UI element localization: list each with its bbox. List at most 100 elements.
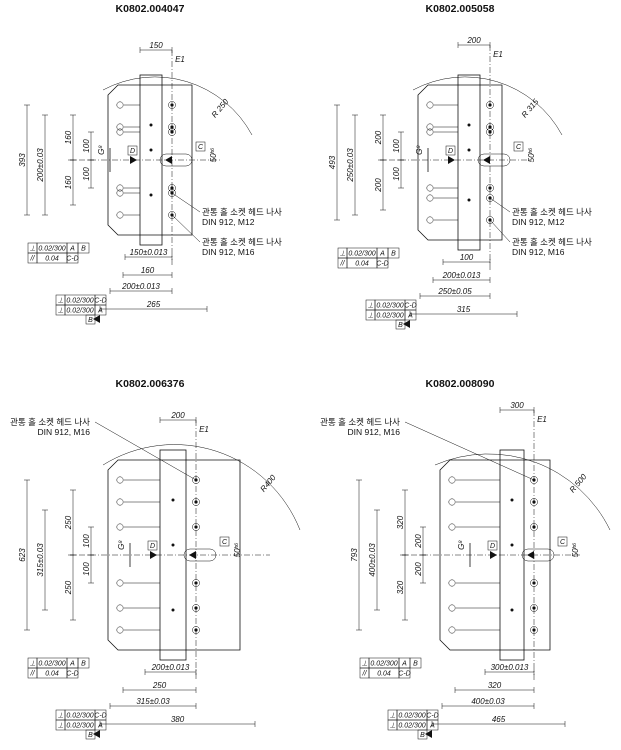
- bottom-dim-3: 250±0.05: [437, 287, 472, 296]
- bottom-dim-4: 465: [492, 715, 506, 724]
- screw-hole: [192, 476, 200, 484]
- slot: [477, 153, 511, 167]
- fcf-lower-cell: A: [429, 723, 435, 730]
- column-dot: [510, 608, 514, 612]
- screw-hole: [168, 101, 176, 109]
- screw-hole: [168, 211, 176, 219]
- fcf-lower-cell: 0.02/300: [398, 723, 425, 730]
- c-box: [513, 141, 524, 152]
- dim-inner-lower: 100: [82, 167, 91, 181]
- radius-label: R 250: [210, 97, 231, 120]
- dim-inner-lower: 100: [82, 562, 91, 576]
- screw-hole: [192, 523, 200, 531]
- screw-hole-center: [532, 500, 536, 504]
- c-label: C: [516, 144, 522, 151]
- c-box: [557, 536, 568, 547]
- screw-hole-center: [194, 500, 198, 504]
- fifty-label: 50ʰ⁶: [527, 147, 536, 162]
- dim-upper: 320: [396, 515, 405, 529]
- screw-hole: [530, 604, 538, 612]
- screw-hole-center: [170, 125, 174, 129]
- d-label: D: [150, 543, 155, 550]
- column-dot: [510, 543, 514, 547]
- note-line: 관통 홀 소켓 헤드 나사: [320, 417, 400, 427]
- bottom-dim-1: 150±0.013: [130, 248, 168, 257]
- column-dot: [171, 543, 175, 547]
- screw-hole: [486, 194, 494, 202]
- c-label: C: [560, 539, 566, 546]
- screw-hole-center: [488, 130, 492, 134]
- fcf-upper-cell: 0.02/300: [38, 246, 65, 253]
- screw-hole: [486, 128, 494, 136]
- mounting-hole: [116, 626, 124, 634]
- height-left: 200±0.03: [36, 148, 45, 183]
- b-label: B: [88, 317, 93, 324]
- mounting-hole: [116, 579, 124, 587]
- mounting-hole: [116, 189, 124, 197]
- datum-triangle: [93, 315, 100, 323]
- fcf-upper-cell: C-D: [376, 261, 388, 268]
- bottom-dim-2: 160: [141, 266, 155, 275]
- panel-code: K0802.008090: [426, 378, 495, 390]
- fcf-upper-cell: //: [30, 671, 36, 678]
- bottom-dim-4: 380: [171, 715, 185, 724]
- bottom-dim-1: 300±0.013: [491, 663, 529, 672]
- datum-triangle: [483, 156, 490, 164]
- fcf-upper-cell: B: [81, 661, 86, 668]
- b-label: B: [420, 732, 425, 739]
- column-dot: [467, 198, 471, 202]
- e1-label: E1: [537, 415, 547, 424]
- column-dot: [171, 608, 175, 612]
- height-total: 623: [18, 548, 27, 562]
- mounting-hole: [116, 123, 124, 131]
- datum-triangle: [189, 551, 196, 559]
- g-label: G⁸: [117, 540, 126, 550]
- mounting-hole: [426, 194, 434, 202]
- c-label: C: [198, 144, 204, 151]
- mounting-hole: [116, 498, 124, 506]
- d-box: [127, 145, 138, 156]
- fcf-upper-cell: 0.02/300: [370, 661, 397, 668]
- d-label: D: [490, 543, 495, 550]
- height-total: 393: [18, 153, 27, 167]
- datum-triangle: [403, 320, 410, 328]
- fcf-lower-cell: ⊥: [57, 308, 63, 315]
- c-label: C: [222, 539, 228, 546]
- fcf-lower-cell: ⊥: [57, 298, 63, 305]
- column-dot: [510, 498, 514, 502]
- column-dot: [467, 148, 471, 152]
- screw-hole-center: [170, 103, 174, 107]
- fcf-lower-cell: C-D: [94, 298, 106, 305]
- screw-hole-center: [194, 606, 198, 610]
- fcf-lower-cell: ⊥: [389, 713, 395, 720]
- fcf-upper-cell: B: [391, 251, 396, 258]
- mounting-hole: [448, 626, 456, 634]
- datum-triangle: [527, 551, 534, 559]
- screw-hole-center: [532, 525, 536, 529]
- fcf-upper-cell: //: [340, 261, 346, 268]
- note-line: 관통 홀 소켓 헤드 나사: [10, 417, 90, 427]
- note-line: 관통 홀 소켓 헤드 나사: [512, 237, 592, 247]
- datum-triangle: [448, 156, 455, 164]
- fcf-lower-cell: ⊥: [389, 723, 395, 730]
- mounting-hole: [116, 476, 124, 484]
- dim-inner-upper: 100: [82, 534, 91, 548]
- radius-arc: [102, 444, 301, 531]
- fcf-upper-cell: //: [362, 671, 368, 678]
- fcf-lower-cell: C-D: [426, 713, 438, 720]
- height-total: 493: [328, 155, 337, 169]
- e1-label: E1: [199, 425, 209, 434]
- slot: [183, 548, 217, 562]
- e1-label: E1: [493, 50, 503, 59]
- note-leader: [404, 421, 535, 481]
- fcf-upper-cell: ⊥: [29, 661, 35, 668]
- fcf-lower-cell: C-D: [94, 713, 106, 720]
- radius-label: R 315: [520, 97, 541, 120]
- fcf-upper-cell: ⊥: [29, 246, 35, 253]
- note-line: DIN 912, M16: [38, 427, 91, 437]
- bottom-dim-3: 400±0.03: [471, 697, 505, 706]
